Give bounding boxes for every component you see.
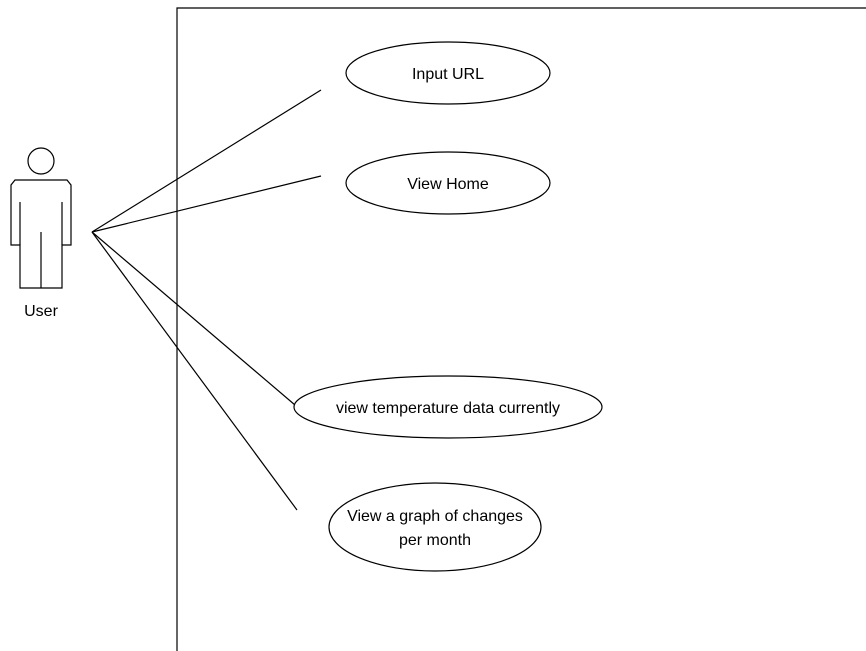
actor-head: [27, 147, 55, 175]
use-case-label: Input URL: [412, 66, 484, 83]
use-case-ellipse: [345, 41, 551, 105]
association-input-url: [91, 89, 322, 233]
actor-user: User: [10, 147, 72, 320]
use-case-ellipse: [328, 482, 542, 572]
use-case-view-temperature[interactable]: view temperature data currently: [293, 375, 603, 439]
use-case-label-line-1: View a graph of changes: [347, 508, 523, 525]
actor-label: User: [24, 303, 58, 320]
use-case-ellipse: [293, 375, 603, 439]
use-case-label: View Home: [407, 176, 489, 193]
use-case-label: view temperature data currently: [336, 400, 560, 417]
use-case-view-home[interactable]: View Home: [345, 151, 551, 215]
association-view-temperature: [91, 231, 296, 406]
use-case-label-line-2: per month: [399, 532, 471, 549]
use-case-view-graph[interactable]: View a graph of changes per month: [328, 482, 542, 572]
system-boundary: [176, 7, 866, 651]
association-view-graph: [91, 231, 298, 511]
use-case-ellipse: [345, 151, 551, 215]
actor-body: [10, 179, 72, 289]
association-view-home: [91, 175, 322, 233]
use-case-input-url[interactable]: Input URL: [345, 41, 551, 105]
